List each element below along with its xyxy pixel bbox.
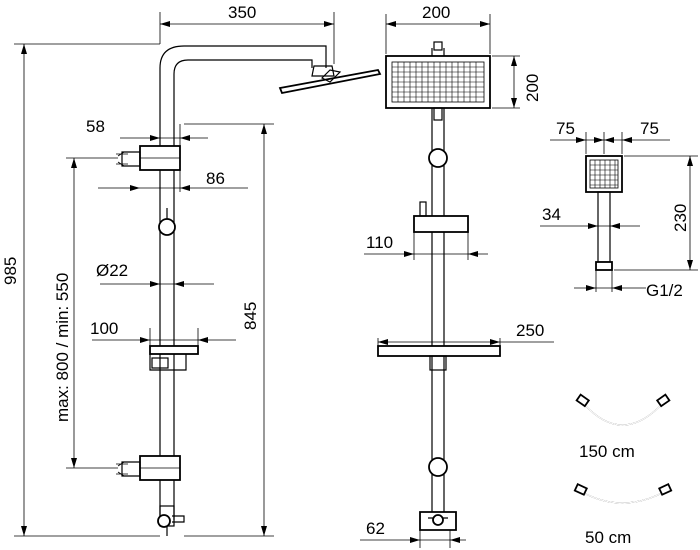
dim-hand-thread: G1/2: [574, 270, 683, 300]
side-arm-joint: [311, 65, 335, 77]
dim-hand-length: 230: [614, 155, 698, 271]
front-lower-knob: [428, 457, 448, 477]
hand-shower-head: [585, 155, 623, 193]
dim-bar-range: max: 800 / min: 550: [53, 157, 118, 469]
side-slider-knob: [158, 218, 176, 236]
label-bracket-width: 58: [86, 117, 105, 136]
front-shelf: [377, 345, 501, 371]
dim-mixer-width: 110: [364, 232, 488, 260]
dim-head-width: 200: [385, 3, 491, 54]
label-bar-height: 845: [241, 302, 260, 330]
label-bracket-depth: 86: [206, 169, 225, 188]
hose-long-label: 150 cm: [579, 442, 635, 461]
label-bottom-offset: 62: [366, 519, 385, 538]
dim-pipe-diameter: Ø22: [96, 261, 214, 287]
hose-long: 150 cm: [575, 393, 671, 461]
front-mixer-block: [413, 201, 469, 233]
side-view: 350 985 max: 800 / min: 550 58: [1, 3, 382, 537]
label-hand-thread: G1/2: [646, 281, 683, 300]
hose-short-label: 50 cm: [585, 528, 631, 547]
dim-total-height: 985: [1, 43, 160, 537]
label-mixer-width: 110: [366, 233, 393, 252]
hand-shower-handle: [597, 191, 611, 263]
side-diverter: [157, 505, 185, 536]
hose-short: 50 cm: [573, 482, 673, 547]
side-shower-arm: [159, 45, 327, 75]
side-upper-bracket: [116, 145, 181, 171]
dim-shelf-depth: 100: [90, 319, 236, 346]
dim-side-width: 350: [159, 3, 335, 64]
dim-bracket-depth: 86: [98, 169, 248, 192]
label-head-width: 200: [422, 3, 450, 22]
label-hand-left: 75: [556, 119, 575, 138]
front-diverter: [419, 511, 457, 531]
label-total-height: 985: [1, 257, 20, 285]
dim-head-height: 200: [492, 55, 542, 109]
label-head-height: 200: [523, 74, 542, 102]
front-head-nozzle-grid: [392, 62, 484, 102]
side-riser-pipe: [159, 68, 175, 520]
label-shelf-width: 250: [516, 321, 544, 340]
label-hand-length: 230: [671, 204, 690, 232]
front-riser-pipe: [431, 48, 445, 524]
front-view: 200 200 110 250: [360, 3, 554, 548]
dim-bottom-offset: 62: [360, 519, 466, 548]
label-shelf-depth: 100: [90, 319, 118, 338]
front-upper-knob: [428, 148, 448, 168]
label-bar-range: max: 800 / min: 550: [53, 273, 72, 422]
side-shelf: [149, 345, 199, 371]
label-side-width: 350: [228, 3, 256, 22]
label-pipe-diameter: Ø22: [96, 261, 128, 280]
dim-bar-height: 845: [184, 123, 274, 537]
dim-bracket-width: 58: [86, 117, 208, 146]
dim-hand-neck: 34: [540, 205, 640, 229]
label-hand-neck: 34: [542, 205, 561, 224]
label-hand-right: 75: [640, 119, 659, 138]
side-lower-bracket: [116, 455, 181, 481]
hand-shower-view: 75 75 34 230 G1/2: [540, 119, 698, 300]
dim-shelf-width: 250: [377, 321, 554, 346]
dim-hand-head: 75 75: [550, 119, 670, 154]
